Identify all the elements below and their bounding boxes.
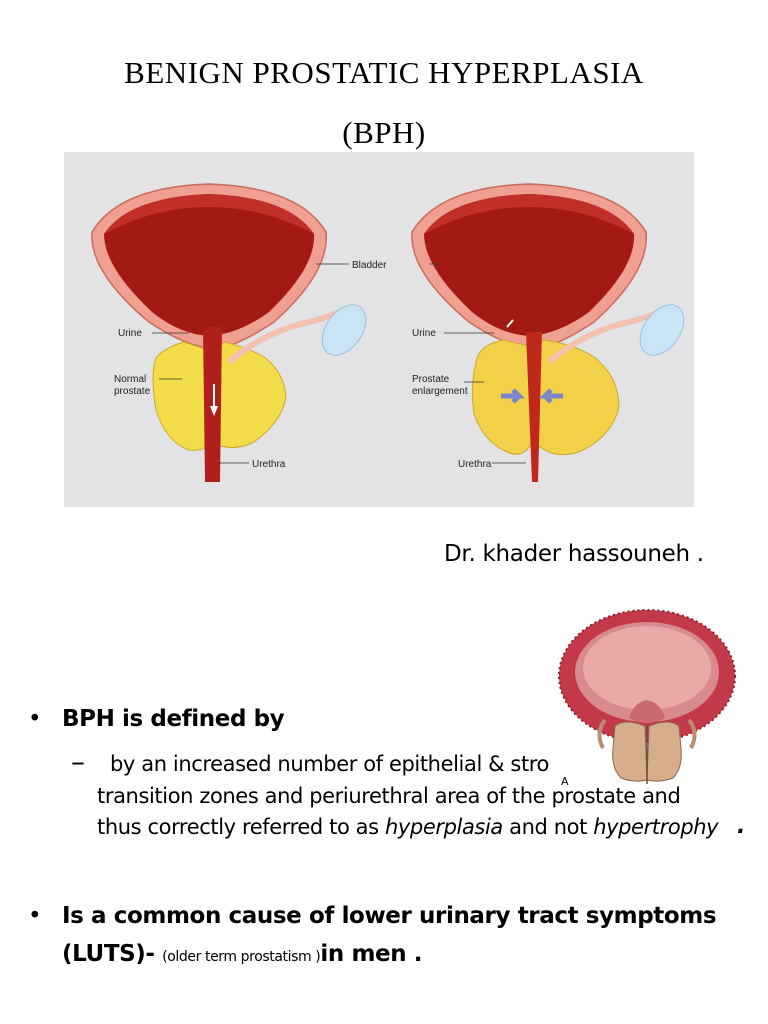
bullet-marker: • [28,903,42,929]
label-urethra-right: Urethra [458,459,492,470]
slide-title-line2: (BPH) [342,115,426,150]
author-name: Dr. khader hassouneh . [444,541,704,567]
sub-bullet-dash: – [71,745,85,778]
term-hypertrophy: hypertrophy [593,815,719,839]
label-prostate-enlargement-1: Prostate [412,374,450,385]
label-normal-prostate-1: Normal [114,374,146,385]
sub-bullet-line1: by an increased number of epithelial & s… [110,752,549,776]
label-bladder: Bladder [352,260,387,271]
bullet-marker: • [28,706,42,732]
sub-bullet-line2: transition zones and periurethral area o… [97,784,681,808]
enlarged-prostate-diagram: Urine Prostate enlargement Urethra [411,183,685,482]
bullet-heading: BPH is defined by [62,706,285,732]
normal-prostate-diagram: Bladder Urine Normal prostate Urethra [91,183,387,482]
figure-label-a: A [561,775,569,788]
term-hyperplasia: hyperplasia [384,815,503,839]
slide-title-line1: BENIGN PROSTATIC HYPERPLASIA [124,55,644,90]
bullet-luts-line1: Is a common cause of lower urinary tract… [62,903,717,929]
label-urethra-left: Urethra [252,459,286,470]
prostatism-note: (older term prostatism ) [162,949,321,965]
label-prostate-enlargement-2: enlargement [412,386,468,397]
label-urine-left: Urine [118,328,142,339]
sub-bullet-period: . [737,814,746,839]
bullet-luts-line2: (LUTS)- (older term prostatism )in men . [62,941,423,967]
label-urine-right: Urine [412,328,436,339]
bladder-cross-section-illustration [558,609,736,784]
sub-bullet-line3: thus correctly referred to as hyperplasi… [97,815,719,839]
bph-comparison-illustration: Bladder Urine Normal prostate Urethra Ur… [64,152,694,507]
label-normal-prostate-2: prostate [114,386,151,397]
